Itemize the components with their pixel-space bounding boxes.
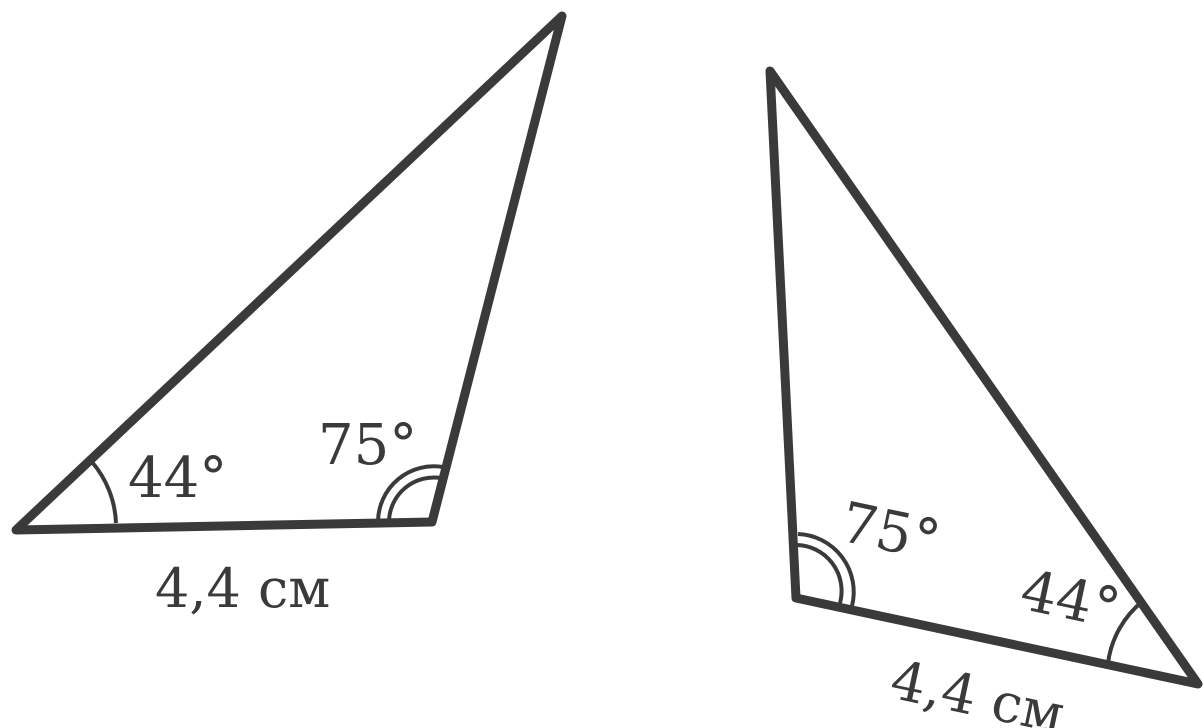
triangle-left-angle-75-label: 75° — [318, 413, 417, 478]
triangle-right: 75° 44° 4,4 см — [765, 66, 1203, 728]
triangle-right-angle-44-label: 44° — [1015, 558, 1126, 642]
triangle-right-outline — [765, 66, 1203, 689]
triangle-right-angle-75-label: 75° — [835, 490, 946, 574]
triangle-left: 44° 75° 4,4 см — [11, 11, 567, 620]
triangle-left-angle-75-arc-inner — [387, 475, 442, 522]
triangle-left-side-label: 4,4 см — [155, 557, 330, 620]
triangle-left-angle-44-label: 44° — [128, 446, 227, 511]
triangle-right-angle-75-arc-outer — [797, 532, 856, 607]
triangle-left-angle-75-arc-outer — [376, 464, 444, 522]
triangle-right-side-label: 4,4 см — [885, 648, 1070, 728]
triangle-right-angle-44-arc — [1106, 599, 1145, 664]
triangle-left-angle-44-arc — [90, 460, 118, 524]
triangle-right-angle-75-arc-inner — [796, 543, 844, 604]
triangle-left-outline — [11, 11, 567, 535]
